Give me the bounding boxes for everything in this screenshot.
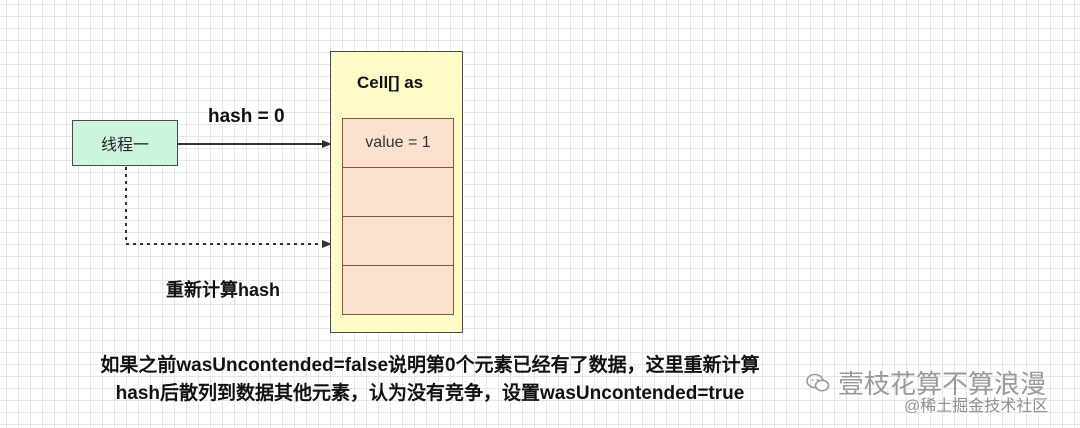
cell-1 [342,167,454,217]
watermark-account-name: 壹枝花算不算浪漫 [838,369,1047,399]
hash-zero-label: hash = 0 [208,106,285,127]
wechat-watermark: 壹枝花算不算浪漫 [806,364,1046,401]
rehash-label: 重新计算hash [166,280,281,300]
wechat-icon [806,373,830,391]
cell-array-title: Cell[] as [357,73,424,92]
cell-0-value: value = 1 [365,134,431,151]
community-watermark: @稀土掘金技术社区 [904,398,1049,415]
rehash-arrow [125,167,332,248]
thread-one-box: 线程一 [72,120,178,166]
caption: 如果之前wasUncontended=false说明第0个元素已经有了数据，这里… [40,352,820,408]
cell-3 [342,265,454,315]
thread-one-label: 线程一 [100,137,149,154]
cell-2 [342,216,454,266]
caption-line-2: hash后散列到数据其他元素，认为没有竞争，设置wasUncontended=t… [115,383,745,404]
caption-line-1: 如果之前wasUncontended=false说明第0个元素已经有了数据，这里… [100,355,760,376]
cell-0: value = 1 [342,118,454,168]
